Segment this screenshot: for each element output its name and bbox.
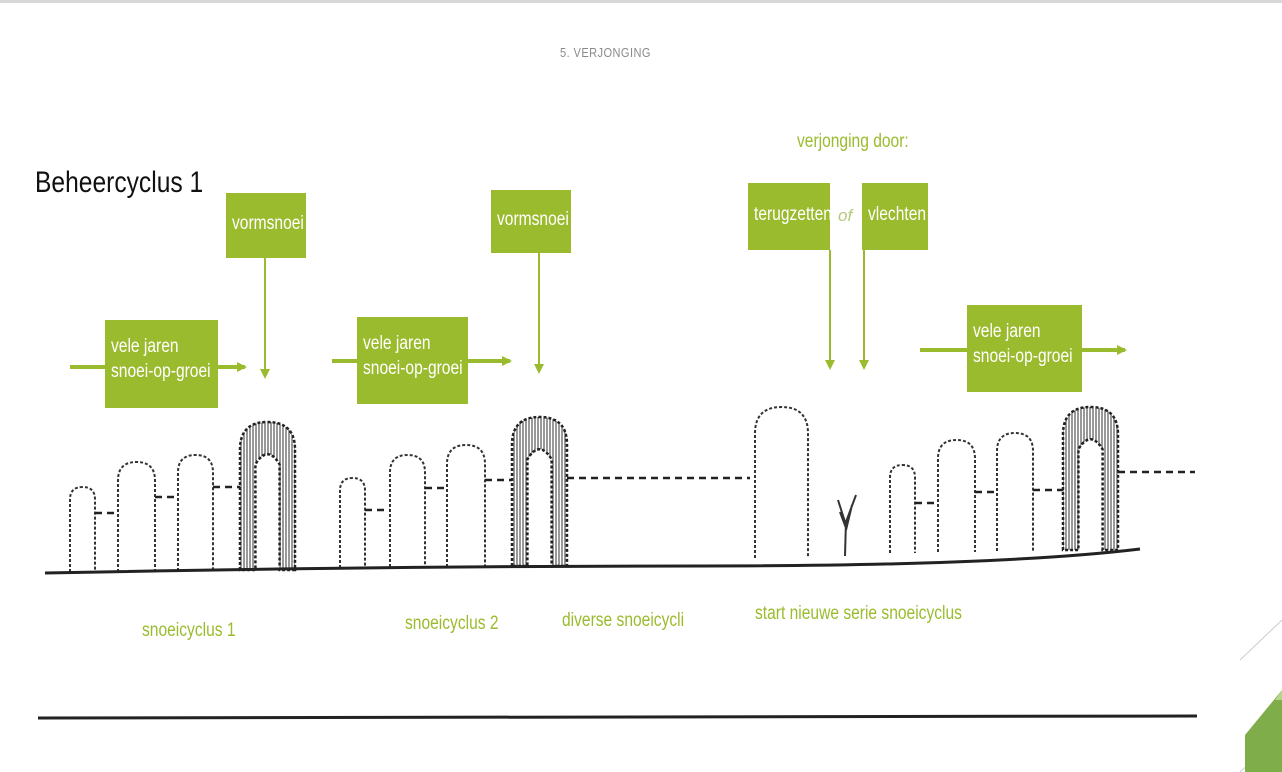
diagram-title: Beheercyclus 1 <box>35 166 204 199</box>
corner-decoration <box>1239 619 1282 772</box>
label-snoeicyclus-1: snoeicyclus 1 <box>142 620 236 641</box>
shrub <box>389 453 426 567</box>
label-start-nieuwe-serie: start nieuwe serie snoeicyclus <box>755 603 962 624</box>
ground-line <box>44 547 1141 575</box>
shrub <box>339 476 366 568</box>
shrub <box>937 438 976 552</box>
verjonging-label: verjonging door: <box>797 131 909 152</box>
hedge-arch <box>510 415 569 568</box>
hedge-arch <box>1061 405 1120 552</box>
label-diverse-snoeicycli: diverse snoeicycli <box>562 610 685 631</box>
terugzetten-box: terugzetten <box>748 183 832 250</box>
shrub <box>446 443 486 567</box>
vormsnoei-box-1: vormsnoei <box>226 193 306 258</box>
section-header: 5. VERJONGING <box>560 45 651 60</box>
top-border <box>0 0 1282 3</box>
shrub <box>177 453 214 571</box>
or-label: of <box>838 206 853 225</box>
shrub <box>117 460 156 572</box>
shrub <box>69 485 96 572</box>
vormsnoei-box-2: vormsnoei <box>491 190 571 253</box>
shrub <box>754 405 809 558</box>
shrub <box>996 431 1034 551</box>
vlechten-box: vlechten <box>862 183 928 250</box>
cut-back-shrub <box>837 494 857 557</box>
label-snoeicyclus-2: snoeicyclus 2 <box>405 613 499 634</box>
hedge-arch <box>238 420 297 572</box>
shrub <box>889 463 916 553</box>
bottom-rule <box>37 714 1198 720</box>
